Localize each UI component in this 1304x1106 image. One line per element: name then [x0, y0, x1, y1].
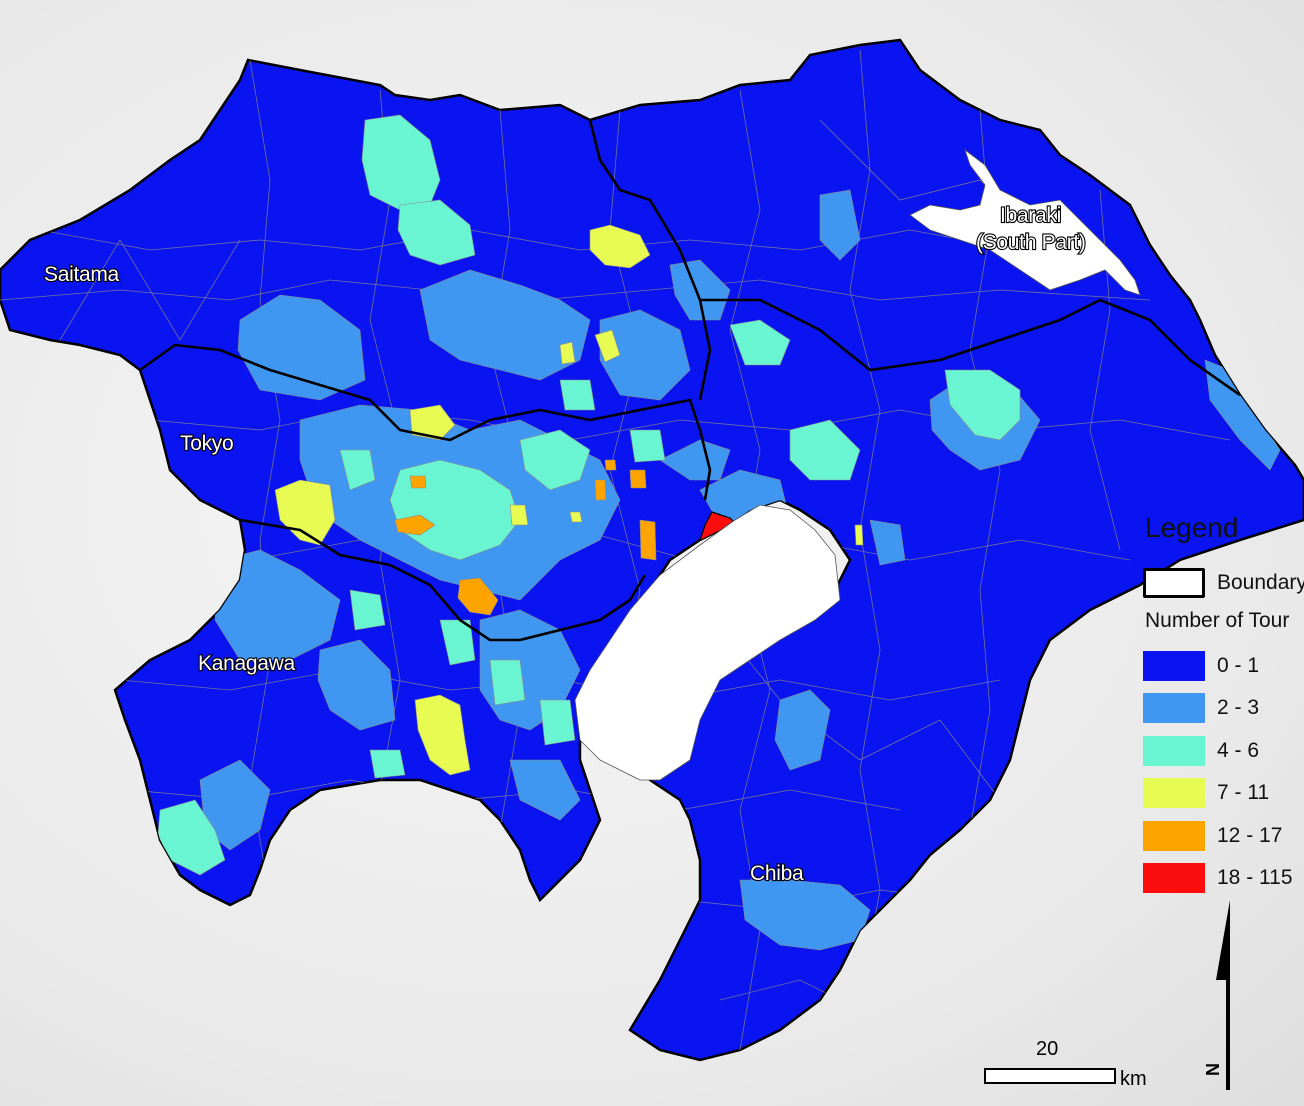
water-bodies	[574, 148, 1141, 781]
label-tokyo: Tokyo	[180, 432, 233, 455]
tokyo-bay	[574, 504, 841, 781]
legend-class-label: 0 - 1	[1217, 653, 1260, 677]
legend-class-label: 7 - 11	[1217, 781, 1270, 805]
scale-unit: km	[1120, 1068, 1147, 1090]
legend-title: Legend	[1145, 512, 1239, 543]
class-4-6-areas	[157, 114, 1021, 876]
north-arrow-icon	[1216, 900, 1230, 1090]
legend-class-label: 4 - 6	[1217, 738, 1260, 762]
legend-class-row: 7 - 11	[1143, 772, 1304, 815]
legend-class-row: 0 - 1	[1143, 645, 1304, 688]
lake-kasumigaura	[909, 148, 1141, 296]
legend-class-swatch	[1143, 778, 1205, 809]
label-ibaraki-south-part: (South Part)	[976, 231, 1086, 254]
prefecture-boundaries	[139, 119, 1241, 642]
label-kanagawa: Kanagawa	[198, 652, 295, 675]
legend-class-swatch	[1143, 693, 1205, 724]
map-legend: Legend Boundary Number of Tour 0 - 1 2 - …	[1143, 512, 1304, 900]
boundary-swatch	[1143, 568, 1205, 599]
label-saitama: Saitama	[44, 263, 120, 286]
legend-class-row: 4 - 6	[1143, 730, 1304, 773]
legend-class-row: 2 - 3	[1143, 687, 1304, 730]
legend-class-swatch	[1143, 735, 1205, 766]
legend-class-swatch	[1143, 863, 1205, 894]
north-arrow: N	[1203, 900, 1230, 1090]
legend-class-label: 12 - 17	[1217, 823, 1283, 847]
class-12-17-areas	[394, 459, 657, 616]
legend-class-row: 18 - 115	[1143, 857, 1304, 900]
legend-class-swatch	[1143, 820, 1205, 851]
legend-class-swatch	[1143, 650, 1205, 681]
legend-boundary-label: Boundary	[1217, 571, 1304, 595]
legend-classes: 0 - 1 2 - 3 4 - 6 7 - 11 12 - 17 18 - 115	[1143, 645, 1304, 900]
scale-bar-box	[984, 1068, 1116, 1084]
legend-subtitle: Number of Tour	[1145, 608, 1290, 632]
legend-boundary-row: Boundary	[1143, 562, 1304, 605]
legend-class-label: 2 - 3	[1217, 696, 1260, 720]
label-ibaraki: Ibaraki	[1000, 204, 1061, 227]
north-label: N	[1203, 1063, 1223, 1076]
label-chiba: Chiba	[750, 862, 804, 885]
legend-class-label: 18 - 115	[1217, 866, 1293, 890]
legend-class-row: 12 - 17	[1143, 815, 1304, 858]
scale-value: 20	[1036, 1038, 1059, 1060]
